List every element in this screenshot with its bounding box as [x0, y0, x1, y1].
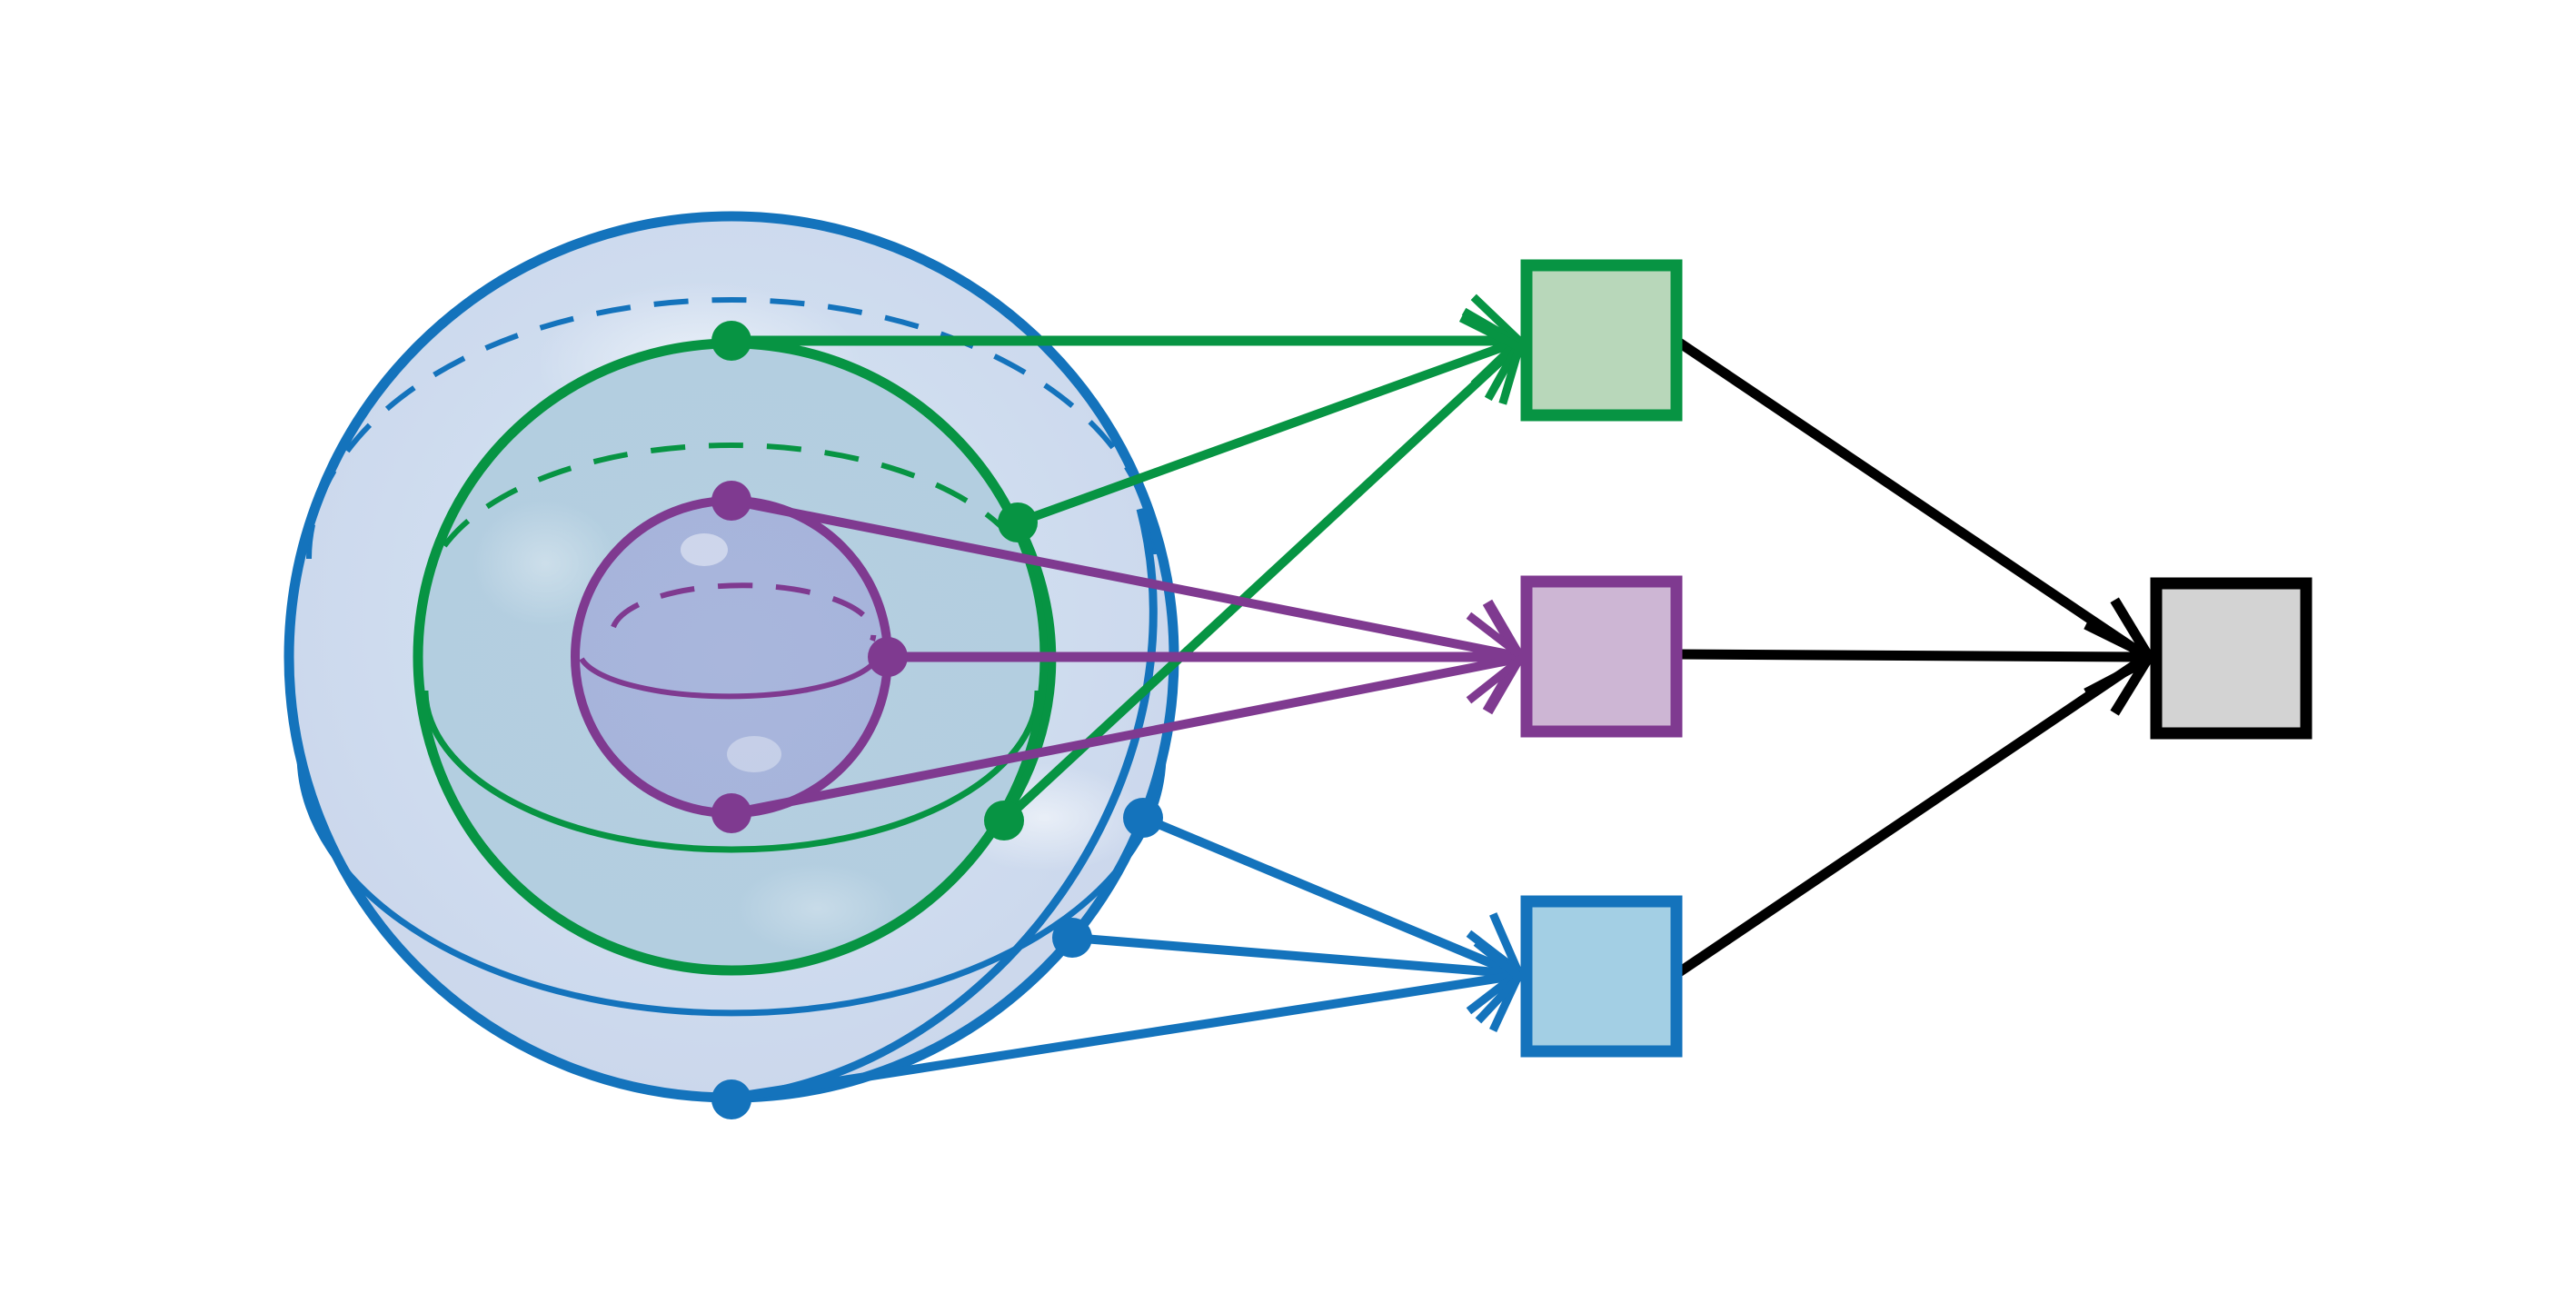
purple-arrowhead-2 — [1466, 612, 1526, 661]
blue-connector-2 — [1068, 933, 1513, 978]
blue-connector-1 — [1139, 813, 1513, 975]
purple-box — [1520, 575, 1683, 738]
blue-connector-3 — [727, 972, 1513, 1102]
inner-highlight-2 — [727, 736, 781, 772]
middle-highlight — [472, 500, 618, 627]
purple-node-top — [711, 481, 751, 521]
arrowheads — [1458, 293, 2155, 1032]
purple-node-bottom — [711, 793, 751, 833]
black-arrowhead-2 — [2084, 621, 2155, 662]
inner-front-equator — [579, 657, 880, 700]
inner-back-equator — [611, 582, 877, 642]
blue-arrowhead-3 — [1473, 939, 1526, 1024]
blue-side-arc — [731, 507, 1158, 1102]
blue-node-right — [1123, 798, 1163, 838]
black-connector-2 — [1671, 649, 2145, 662]
blue-node-bottom — [711, 1079, 751, 1119]
green-connector-2 — [1013, 339, 1517, 527]
nodes — [711, 321, 1163, 1119]
purple-node-right — [868, 637, 908, 677]
inner-sphere-fill — [575, 501, 888, 813]
middle-front-equator — [422, 690, 1041, 853]
black-connector-3 — [1671, 656, 2145, 980]
purple-connector-3 — [727, 656, 1513, 818]
blue-node-lower — [1052, 918, 1092, 958]
green-node-top — [711, 321, 751, 361]
purple-connector-1 — [727, 496, 1513, 659]
boxes — [1520, 259, 2312, 1058]
green-box — [1520, 259, 1683, 422]
black-arrowhead-3 — [2084, 653, 2155, 697]
green-node-bottom — [984, 801, 1024, 840]
inner-highlight — [681, 533, 728, 566]
green-arrowhead-3 — [1458, 313, 1525, 405]
black-connector-1 — [1671, 335, 2145, 658]
middle-highlight-2 — [736, 863, 900, 954]
outer-back-equator — [306, 297, 1157, 560]
connectors — [726, 335, 2145, 1102]
blue-box — [1520, 895, 1683, 1058]
output-box — [2150, 577, 2312, 740]
green-node-right — [998, 502, 1038, 542]
purple-arrowhead-3 — [1466, 654, 1526, 704]
